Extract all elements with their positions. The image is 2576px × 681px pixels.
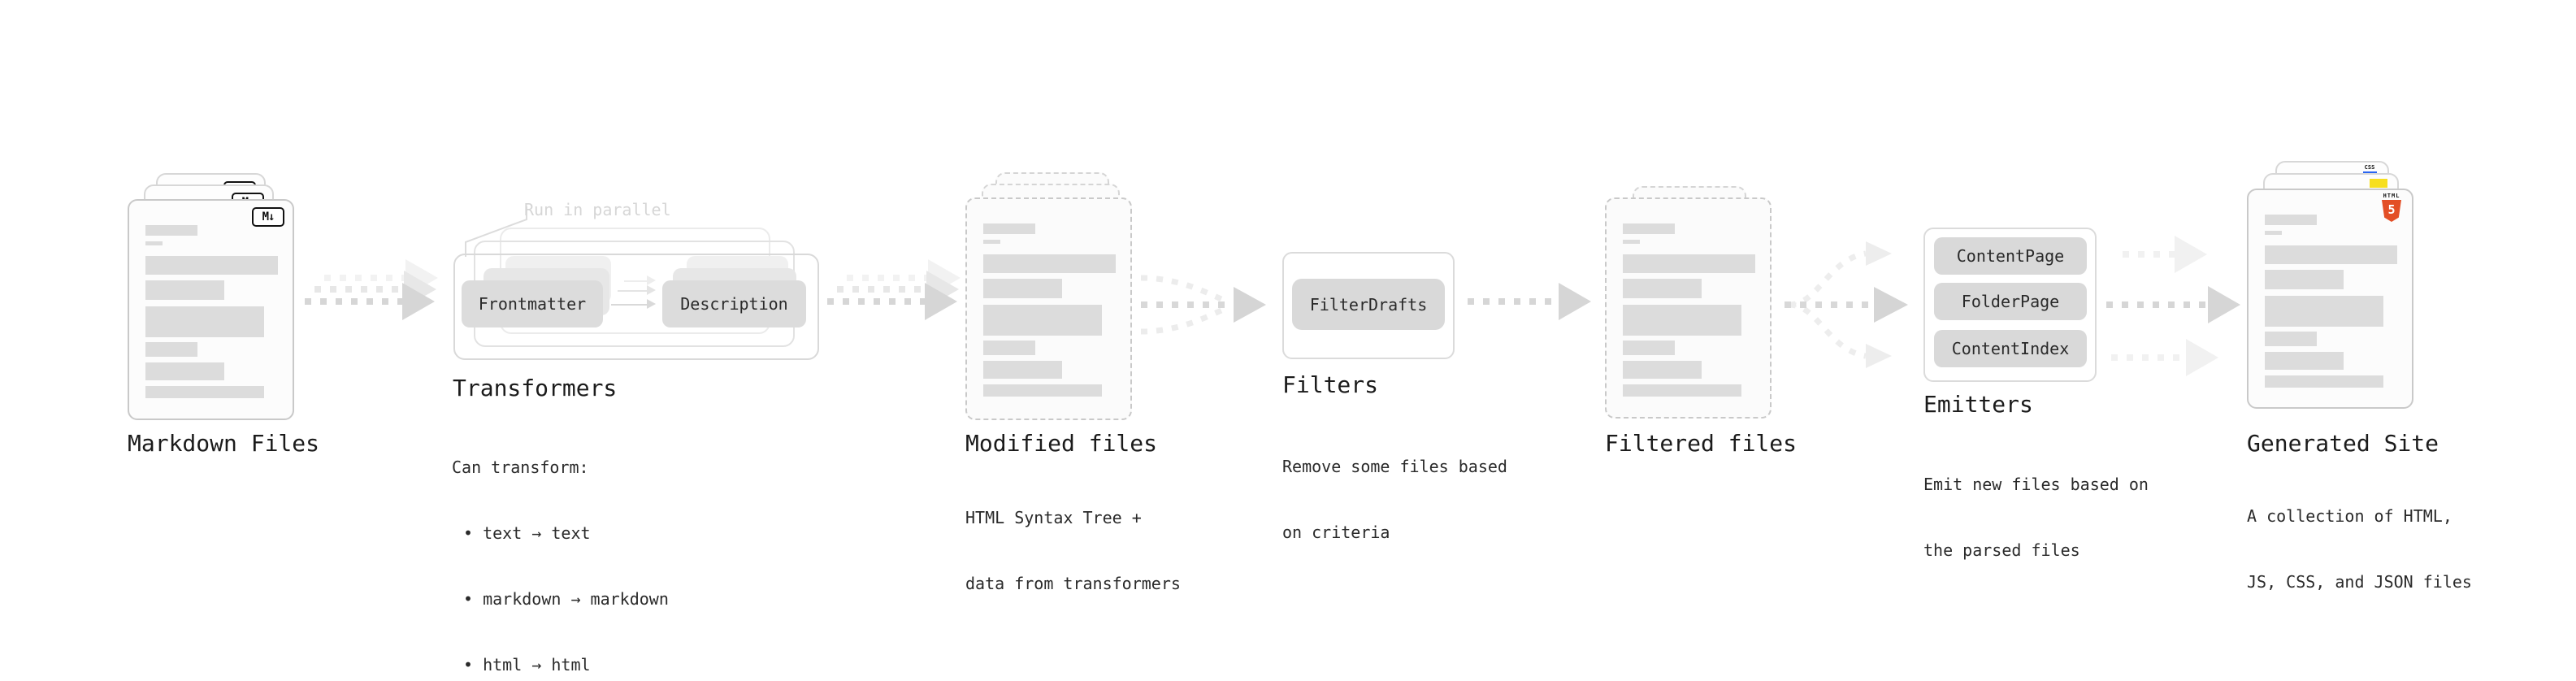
flow-arrow — [305, 283, 435, 320]
doc-text-placeholder — [145, 225, 278, 398]
filtered-file-front — [1605, 197, 1772, 419]
text-line-placeholder — [983, 279, 1062, 298]
caption-line: A collection of HTML, — [2247, 506, 2452, 526]
text-line-placeholder — [1623, 223, 1675, 234]
caption-line: Remove some files based — [1282, 457, 1507, 476]
doc-text-placeholder — [983, 223, 1116, 397]
arrow-filtered-to-emitters — [1785, 241, 1908, 368]
generated-site-caption: A collection of HTML, JS, CSS, and JSON … — [2247, 462, 2472, 637]
text-line-placeholder — [2265, 231, 2282, 235]
text-line-placeholder — [983, 384, 1102, 397]
text-line-placeholder — [983, 223, 1035, 234]
text-line-placeholder — [1623, 279, 1702, 298]
modified-file-front — [965, 197, 1132, 420]
parallel-arrow-icon — [618, 285, 656, 295]
caption-line: JS, CSS, and JSON files — [2247, 572, 2472, 592]
emitters-caption: Emit new files based on the parsed files — [1923, 430, 2149, 605]
transformer-card-front — [453, 254, 819, 360]
frontmatter-chip: Frontmatter — [462, 280, 603, 327]
arrow-modified-to-filters — [1140, 275, 1266, 335]
generated-site-label: Generated Site — [2247, 430, 2439, 457]
emitters-title: Emitters — [1923, 391, 2033, 418]
annotation-connector-line — [465, 206, 527, 257]
markdown-files-label: Markdown Files — [128, 430, 320, 457]
flow-arrow — [2106, 286, 2240, 323]
caption-line: Can transform: — [452, 458, 589, 477]
text-line-placeholder — [145, 306, 264, 337]
text-line-placeholder — [2265, 352, 2344, 370]
parallel-arrow-icon — [624, 275, 656, 285]
text-line-placeholder — [1623, 240, 1640, 244]
js-icon — [2370, 179, 2387, 188]
text-line-placeholder — [983, 254, 1116, 273]
text-line-placeholder — [1623, 384, 1741, 397]
text-line-placeholder — [145, 386, 264, 398]
html5-icon-label: HTML — [2383, 193, 2400, 199]
css-icon-label: CSS — [2364, 164, 2375, 171]
filtered-files-label: Filtered files — [1605, 430, 1798, 457]
text-line-placeholder — [1623, 254, 1755, 273]
flow-arrow — [827, 283, 957, 320]
markdown-file-front: M↓ — [128, 199, 294, 420]
caption-line: the parsed files — [1923, 540, 2080, 560]
transformers-title: Transformers — [453, 375, 618, 401]
text-line-placeholder — [2265, 270, 2344, 289]
caption-line: on criteria — [1282, 523, 1390, 542]
html5-icon: HTML 5 — [2381, 193, 2402, 222]
doc-text-placeholder — [2265, 215, 2397, 388]
text-line-placeholder — [145, 256, 278, 275]
text-line-placeholder — [2265, 332, 2317, 346]
caption-bullet: • text → text — [463, 523, 591, 543]
run-in-parallel-annotation: Run in parallel — [524, 200, 671, 219]
text-line-placeholder — [2265, 375, 2383, 388]
text-line-placeholder — [2265, 215, 2317, 225]
filters-title: Filters — [1282, 371, 1379, 398]
description-chip: Description — [662, 280, 806, 327]
text-line-placeholder — [2265, 245, 2397, 264]
caption-line: Emit new files based on — [1923, 475, 2149, 494]
folderpage-chip: FolderPage — [1934, 283, 2087, 320]
arrow-filters-to-filtered — [1468, 283, 1591, 320]
markdown-icon: M↓ — [252, 207, 284, 227]
text-line-placeholder — [983, 340, 1035, 355]
text-line-placeholder — [983, 305, 1102, 336]
text-line-placeholder — [145, 342, 197, 357]
text-line-placeholder — [1623, 305, 1741, 336]
text-line-placeholder — [983, 240, 1000, 244]
contentpage-chip: ContentPage — [1934, 237, 2087, 275]
contentindex-chip: ContentIndex — [1934, 330, 2087, 367]
text-line-placeholder — [1623, 361, 1702, 379]
doc-text-placeholder — [1623, 223, 1755, 397]
text-line-placeholder — [145, 241, 163, 245]
text-line-placeholder — [1623, 340, 1675, 355]
transformers-caption: Can transform: • text → text • markdown … — [452, 413, 669, 681]
filterdrafts-chip: FilterDrafts — [1292, 279, 1445, 330]
text-line-placeholder — [2265, 296, 2383, 327]
caption-bullet: • markdown → markdown — [463, 589, 669, 609]
modified-files-caption: HTML Syntax Tree + data from transformer… — [965, 463, 1181, 639]
modified-files-label: Modified files — [965, 430, 1158, 457]
text-line-placeholder — [145, 362, 224, 380]
text-line-placeholder — [983, 361, 1062, 379]
filters-caption: Remove some files based on criteria — [1282, 412, 1507, 588]
flow-arrow-echo — [2123, 236, 2207, 273]
caption-line: HTML Syntax Tree + — [965, 508, 1142, 527]
flow-arrow-echo — [2111, 339, 2218, 376]
text-line-placeholder — [145, 280, 224, 300]
text-line-placeholder — [145, 225, 197, 236]
caption-line: data from transformers — [965, 574, 1181, 593]
caption-bullet: • html → html — [463, 655, 591, 674]
html-file-front: HTML 5 — [2247, 189, 2413, 409]
parallel-arrow-icon — [611, 299, 656, 309]
